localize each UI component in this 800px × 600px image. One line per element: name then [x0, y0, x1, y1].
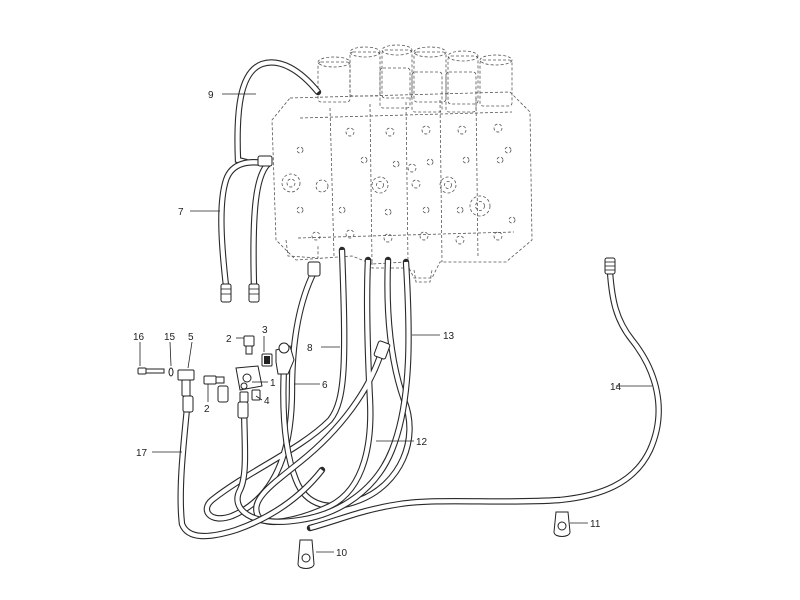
bolt-part-16 — [137, 367, 165, 375]
fittings — [137, 155, 616, 569]
clamp-part-11 — [553, 511, 571, 537]
valve-ports — [281, 123, 516, 245]
hose-13[interactable] — [234, 258, 412, 525]
adapter-part-2-upper — [243, 335, 255, 355]
fitting-hose-6-elbow — [275, 342, 295, 375]
control-valve-block — [271, 44, 533, 283]
hose-12[interactable] — [253, 256, 386, 525]
callout-7: 7 — [178, 207, 184, 218]
callout-6: 6 — [322, 380, 328, 391]
callout-17: 17 — [136, 448, 148, 459]
fitting-hose-7-a — [220, 283, 232, 303]
clamp-part-10 — [297, 539, 315, 569]
callout-4: 4 — [264, 396, 270, 407]
fitting-hose-9-end — [257, 155, 273, 167]
callout-16: 16 — [133, 332, 145, 343]
washer-part-15 — [168, 367, 174, 377]
callout-14: 14 — [610, 382, 622, 393]
hose-8[interactable] — [203, 246, 348, 522]
callout-1: 1 — [270, 378, 276, 389]
callout-11: 11 — [590, 519, 601, 530]
callout-10: 10 — [336, 548, 348, 559]
fitting-hose-8-top — [307, 261, 321, 277]
fitting-hose-12-top — [373, 340, 391, 360]
callouts: 9 7 8 13 14 6 12 10 11 17 2 3 1 4 2 5 15… — [133, 90, 622, 559]
callout-5: 5 — [188, 332, 194, 343]
callout-8: 8 — [307, 343, 313, 354]
manifold-block — [235, 365, 263, 391]
callout-9: 9 — [208, 90, 214, 101]
hose-17[interactable] — [177, 394, 326, 540]
callout-13: 13 — [443, 331, 455, 342]
tee-part-5 — [177, 369, 195, 397]
nut-part-3 — [261, 353, 273, 367]
leader-lines — [139, 93, 652, 553]
fitting-hose-14-top — [604, 257, 616, 275]
callout-3: 3 — [262, 325, 268, 336]
hose-6[interactable] — [280, 256, 413, 510]
callout-2-lower: 2 — [204, 404, 210, 415]
fitting-manifold-lower — [217, 385, 249, 419]
callout-15: 15 — [164, 332, 176, 343]
valve-spool-caps — [317, 44, 513, 113]
hose-7[interactable] — [218, 159, 272, 290]
adapter-part-4 — [239, 389, 261, 403]
fitting-hose-17-top — [182, 395, 194, 413]
hose-9[interactable] — [234, 59, 322, 166]
fitting-hose-7-b — [248, 283, 260, 303]
hose-14[interactable] — [306, 268, 662, 532]
callout-12: 12 — [416, 437, 428, 448]
callout-2-upper: 2 — [226, 334, 232, 345]
hoses — [177, 59, 662, 540]
adapter-part-2-lower — [203, 375, 225, 385]
